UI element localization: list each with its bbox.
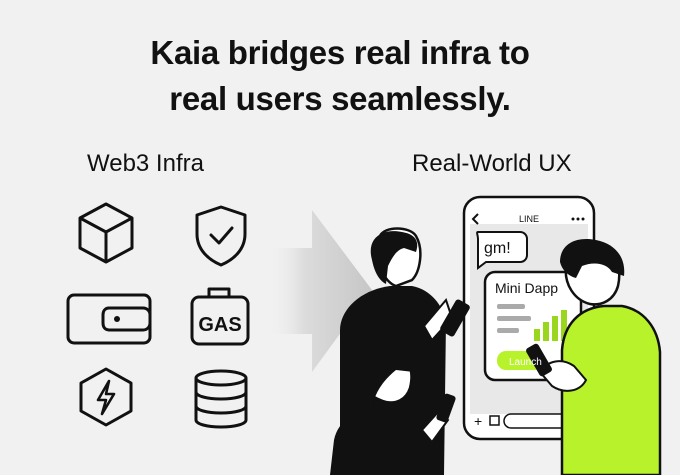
headline-line-2: real users seamlessly. (169, 80, 511, 117)
chat-bubble-text: gm! (484, 240, 511, 257)
headline: Kaia bridges real infra to real users se… (0, 30, 680, 122)
cube-icon (78, 202, 134, 264)
database-icon (194, 369, 248, 429)
gas-can-icon: GAS (190, 287, 250, 346)
person-green-shirt (526, 238, 662, 475)
real-world-ux-title: Real-World UX (412, 150, 572, 177)
mini-dapp-title: Mini Dapp (495, 280, 558, 296)
svg-text:+: + (474, 413, 482, 429)
web3-infra-title: Web3 Infra (87, 150, 204, 177)
shield-check-icon (195, 205, 247, 267)
launch-button[interactable]: Launch (509, 357, 542, 368)
gas-label: GAS (198, 314, 241, 336)
headline-line-1: Kaia bridges real infra to (150, 34, 530, 71)
arrow-graphic (268, 210, 372, 372)
person-woman (330, 345, 456, 475)
lightning-icon (79, 367, 133, 427)
wallet-icon (66, 293, 152, 345)
phone-app-name: LINE (519, 214, 539, 224)
